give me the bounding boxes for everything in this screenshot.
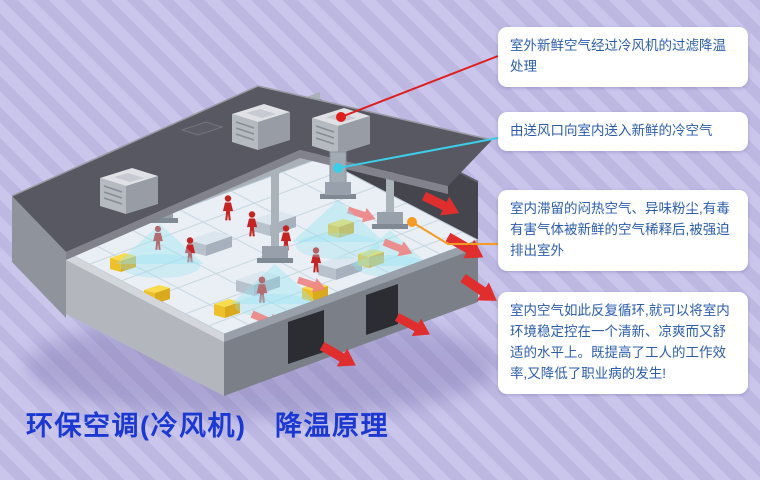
callout-1-target-dot: [336, 112, 346, 122]
callout-1-connector-line: [340, 55, 499, 118]
rooftop-cooler-unit: [232, 104, 290, 150]
callout-2-target-dot: [333, 163, 343, 173]
page-title: 环保空调(冷风机) 降温原理: [26, 411, 389, 441]
left-wall: [12, 196, 66, 318]
front-left-wall: [66, 252, 224, 396]
callout-2-connector-line: [337, 137, 499, 169]
callout-circulation-benefits: 室内空气如此反复循环,就可以将室内环境稳定控在一个清新、凉爽而又舒适的水平上。既…: [498, 292, 748, 394]
front-right-wall: [224, 240, 478, 396]
callout-connectors: [333, 55, 499, 245]
callout-text: 由送风口向室内送入新鲜的冷空气: [510, 123, 713, 138]
callout-text: 室外新鲜空气经过冷风机的过滤降温处理: [510, 38, 726, 74]
worker-figures: [153, 195, 322, 303]
callout-exhaust-stale-air: 室内滞留的闷热空气、异味粉尘,有毒有害气体被新鲜的空气稀释后,被强迫排出室外: [498, 190, 748, 271]
callout-3-connector-line: [411, 221, 498, 245]
roof-hatch: [180, 121, 224, 136]
exhaust-opening: [366, 284, 398, 335]
callout-fresh-air-supply: 由送风口向室内送入新鲜的冷空气: [498, 112, 748, 151]
callout-text: 室内空气如此反复循环,就可以将室内环境稳定控在一个清新、凉爽而又舒适的水平上。既…: [510, 303, 730, 381]
rooftop-cooler-units: [100, 104, 370, 214]
callout-text: 室内滞留的闷热空气、异味粉尘,有毒有害气体被新鲜的空气稀释后,被强迫排出室外: [510, 201, 730, 258]
exhaust-opening: [288, 310, 324, 364]
rooftop-cooler-unit: [100, 168, 158, 214]
supply-duct-and-diffuser: [292, 151, 384, 259]
callout-3-target-dot: [407, 217, 417, 227]
callout-outdoor-air-filtering: 室外新鲜空气经过冷风机的过滤降温处理: [498, 27, 748, 87]
